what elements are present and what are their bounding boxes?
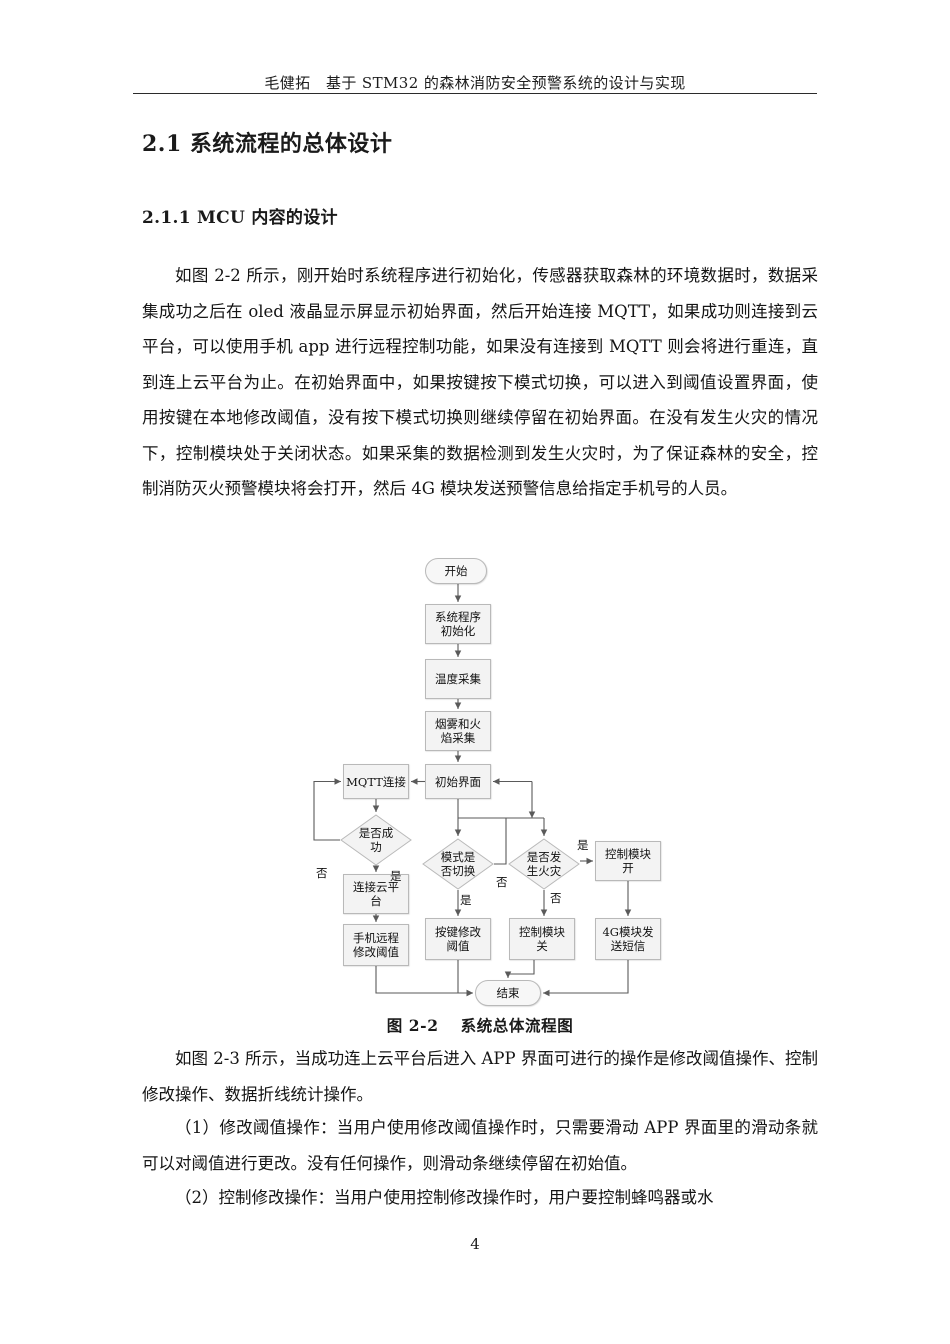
flow-node-mode-switch: 模式是 否切换: [422, 838, 494, 890]
diamond-shape: [340, 814, 412, 866]
flow-node-4g-send-sms: 4G模块发 送短信: [595, 918, 661, 960]
edge-label-no-mode: 否: [496, 875, 508, 889]
flow-node-home-screen: 初始界面: [425, 764, 491, 799]
figure-caption: 图 2-2 系统总体流程图: [142, 1014, 818, 1036]
figure-caption-number: 图 2-2: [386, 1016, 439, 1035]
figure-caption-text: 系统总体流程图: [460, 1016, 574, 1035]
flow-node-connect-cloud: 连接云平 台: [343, 874, 409, 914]
flow-node-label: 模式是 否切换: [440, 850, 476, 878]
flow-node-control-module-off: 控制模块 关: [509, 918, 575, 960]
flow-node-is-fire: 是否发 生火灾: [508, 838, 580, 890]
body-paragraph-1: 如图 2-2 所示，刚开始时系统程序进行初始化，传感器获取森林的环境数据时，数据…: [142, 266, 818, 498]
flow-node-label: 是否成 功: [358, 826, 394, 854]
running-header: 毛健拓 基于 STM32 的森林消防安全预警系统的设计与实现: [264, 74, 686, 92]
flow-node-start: 开始: [425, 558, 487, 584]
flow-node-key-modify-threshold: 按键修改 阈值: [425, 918, 491, 960]
body-paragraph-2: 如图 2-3 所示，当成功连上云平台后进入 APP 界面可进行的操作是修改阈值操…: [142, 1049, 818, 1104]
flow-node-mqtt-connect: MQTT连接: [343, 764, 409, 799]
flow-node-temperature-collect: 温度采集: [425, 659, 491, 699]
flow-node-is-success: 是否成 功: [340, 814, 412, 866]
section-heading: 2.1 系统流程的总体设计: [142, 131, 393, 157]
flow-node-phone-remote-threshold: 手机远程 修改阈值: [343, 924, 409, 966]
flow-node-system-init: 系统程序 初始化: [425, 604, 491, 644]
edge-label-no-mqtt: 否: [316, 866, 328, 880]
edge-label-yes-mqtt: 是: [390, 869, 402, 883]
edge-label-yes-mode: 是: [460, 893, 472, 907]
flow-node-smoke-flame-collect: 烟雾和火 焰采集: [425, 711, 491, 751]
subsection-heading: 2.1.1 MCU 内容的设计: [142, 208, 338, 228]
body-paragraph-3: （1）修改阈值操作：当用户使用修改阈值操作时，只需要滑动 APP 界面里的滑动条…: [142, 1118, 818, 1173]
flowchart-connectors: [313, 584, 632, 997]
flow-node-label: 是否发 生火灾: [526, 850, 562, 878]
flow-node-end: 结束: [475, 980, 541, 1006]
flowchart-figure: 开始 系统程序 初始化 温度采集 烟雾和火 焰采集 MQTT连接 初始界面 是否…: [300, 556, 700, 1016]
edge-label-yes-fire: 是: [577, 838, 589, 852]
header-divider: [133, 93, 817, 94]
diamond-shape: [508, 838, 580, 890]
page-number: 4: [470, 1235, 480, 1253]
flow-node-control-module-on: 控制模块 开: [595, 841, 661, 881]
body-paragraph-4: （2）控制修改操作：当用户使用控制修改操作时，用户要控制蜂鸣器或水: [175, 1188, 714, 1207]
diamond-shape: [422, 838, 494, 890]
edge-label-no-fire: 否: [550, 891, 562, 905]
